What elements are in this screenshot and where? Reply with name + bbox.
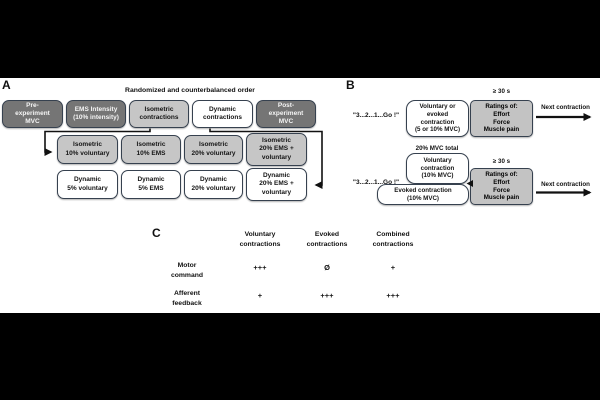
row-label-motor-command: Motor command xyxy=(170,262,204,279)
box-isometric-20-voluntary: Isometric 20% voluntary xyxy=(184,135,243,164)
box-evoked-contraction: Evoked contraction (10% MVC) xyxy=(377,184,469,205)
box-ratings-1-label: Ratings of: Effort Force Muscle pain xyxy=(483,102,520,134)
box-voluntary-or-evoked-contraction-label: Voluntary or evoked contraction (5 or 10… xyxy=(414,102,461,134)
panel-a-label: A xyxy=(2,78,11,92)
panel-c-label: C xyxy=(152,226,161,240)
box-ratings-2: Ratings of: Effort Force Muscle pain xyxy=(470,168,533,205)
box-post-experiment-mvc-label: Post- experiment MVC xyxy=(268,101,304,126)
column-header-evoked: Evoked contractions xyxy=(306,231,348,248)
box-evoked-contraction-label: Evoked contraction (10% MVC) xyxy=(394,186,452,202)
box-dynamic-5-ems: Dynamic 5% EMS xyxy=(121,170,181,199)
value-afferent-combined: +++ xyxy=(386,291,400,300)
value-afferent-voluntary: + xyxy=(257,291,263,300)
box-isometric-10-voluntary: Isometric 10% voluntary xyxy=(57,135,118,164)
value-motor-evoked: Ø xyxy=(324,263,330,272)
box-ratings-2-label: Ratings of: Effort Force Muscle pain xyxy=(483,170,520,202)
value-motor-combined: + xyxy=(390,263,396,272)
box-isometric-20-voluntary-label: Isometric 20% voluntary xyxy=(191,141,236,157)
box-isometric-contractions: Isometric contractions xyxy=(129,100,189,128)
box-dynamic-20-voluntary: Dynamic 20% voluntary xyxy=(184,170,243,199)
box-ems-intensity: EMS Intensity (10% intensity) xyxy=(66,100,126,128)
box-pre-experiment-mvc-label: Pre- experiment MVC xyxy=(15,101,50,126)
box-dynamic-5-ems-label: Dynamic 5% EMS xyxy=(137,176,165,192)
box-isometric-20-ems-voluntary: Isometric 20% EMS + voluntary xyxy=(246,133,307,166)
box-dynamic-20-ems-voluntary-label: Dynamic 20% EMS + voluntary xyxy=(259,172,294,196)
box-voluntary-contraction: Voluntary contraction (10% MVC) xyxy=(406,153,469,184)
box-voluntary-contraction-label: Voluntary contraction (10% MVC) xyxy=(420,156,455,180)
panel-b-label: B xyxy=(346,78,355,92)
total-mvc-label: 20% MVC total xyxy=(415,145,459,152)
box-pre-experiment-mvc: Pre- experiment MVC xyxy=(2,100,63,128)
value-afferent-evoked: +++ xyxy=(320,291,334,300)
box-ratings-1: Ratings of: Effort Force Muscle pain xyxy=(470,100,533,137)
next-contraction-label-1: Next contraction xyxy=(541,104,590,111)
box-isometric-20-ems-voluntary-label: Isometric 20% EMS + voluntary xyxy=(259,137,294,161)
box-isometric-contractions-label: Isometric contractions xyxy=(139,105,179,121)
box-isometric-10-ems-label: Isometric 10% EMS xyxy=(136,141,166,157)
box-dynamic-contractions-label: Dynamic contractions xyxy=(202,105,242,121)
box-dynamic-20-ems-voluntary: Dynamic 20% EMS + voluntary xyxy=(246,168,307,201)
column-header-voluntary: Voluntary contractions xyxy=(239,231,281,248)
countdown-cue-1: "3...2...1...Go !" xyxy=(352,112,400,119)
box-dynamic-5-voluntary: Dynamic 5% voluntary xyxy=(57,170,118,199)
rest-duration-label-2: ≥ 30 s xyxy=(492,158,511,165)
box-voluntary-or-evoked-contraction: Voluntary or evoked contraction (5 or 10… xyxy=(406,100,469,137)
countdown-cue-2: "3...2...1...Go !" xyxy=(352,179,400,186)
box-post-experiment-mvc: Post- experiment MVC xyxy=(256,100,316,128)
box-isometric-10-voluntary-label: Isometric 10% voluntary xyxy=(65,141,110,157)
panel-a-title: Randomized and counterbalanced order xyxy=(125,87,255,94)
rest-duration-label-1: ≥ 30 s xyxy=(492,88,511,95)
row-label-afferent-feedback: Afferent feedback xyxy=(172,290,202,307)
column-header-combined: Combined contractions xyxy=(372,231,414,248)
box-dynamic-20-voluntary-label: Dynamic 20% voluntary xyxy=(191,176,236,192)
box-dynamic-5-voluntary-label: Dynamic 5% voluntary xyxy=(67,176,108,192)
value-motor-voluntary: +++ xyxy=(253,263,267,272)
box-isometric-10-ems: Isometric 10% EMS xyxy=(121,135,181,164)
box-dynamic-contractions: Dynamic contractions xyxy=(192,100,253,128)
next-contraction-label-2: Next contraction xyxy=(541,181,590,188)
box-ems-intensity-label: EMS Intensity (10% intensity) xyxy=(73,105,119,121)
